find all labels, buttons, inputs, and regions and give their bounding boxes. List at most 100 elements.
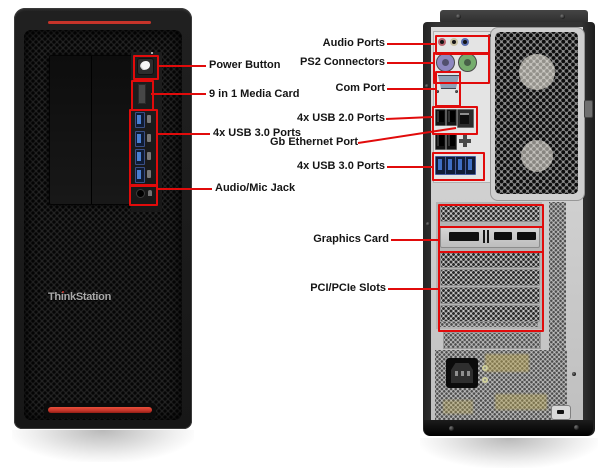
usb-icon [147,115,151,123]
fan-vent-frame [490,27,585,201]
clr-cmos-cross [459,135,471,147]
front-tower-reflection [12,430,194,462]
usb3-front-port-3[interactable] [135,149,145,165]
usb2-port-3[interactable] [435,133,446,150]
callout-box-media [131,80,154,111]
label-audio-back: Audio Ports [322,37,385,49]
usb2-port-4[interactable] [446,133,457,150]
pci-slot-cover-4 [440,287,540,304]
label-usb3-back: 4x USB 3.0 Ports [296,160,385,172]
dvi-port[interactable] [449,232,479,241]
label-usb3-front: 4x USB 3.0 Ports [213,127,302,139]
callout-box-audio-front [129,184,158,206]
base-screw [574,425,579,430]
label-power-button: Power Button [209,59,281,71]
com-screw [436,90,439,93]
label-usb2-back: 4x USB 2.0 Ports [296,112,385,124]
callout-box-ps2 [433,52,490,84]
psu-indicator [482,365,488,371]
pci-slot-cover-1 [440,205,540,222]
callout-box-pci [438,204,544,332]
label-com-port: Com Port [335,82,386,94]
media-card-slot[interactable] [138,84,146,104]
usb-tab [448,159,452,170]
usb2-port-2[interactable] [446,109,457,126]
frame-screw [572,372,576,376]
drive-bay-door [49,55,136,205]
psu-indicator [482,377,488,383]
headphone-icon [148,190,152,196]
usb-tab [438,159,442,170]
psu-gold-tint [495,394,547,410]
jack-hole [463,40,467,44]
ps2-pin-field [464,59,471,66]
front-handle-red[interactable] [48,407,152,413]
callout-box-power [133,55,159,80]
usb3-front-port-1[interactable] [135,112,145,128]
usb-tab [458,159,462,170]
psu-vent-strip [443,332,541,349]
com-screw [455,90,458,93]
back-tower [423,22,595,436]
pci-slot-cover-5 [440,305,540,322]
front-accent-stripe [48,21,151,24]
graphics-card-bracket [440,226,540,248]
psu-gold-tint [485,354,529,372]
usb-icon [147,170,151,178]
thinkstation-logo: ThinkStation [48,291,112,303]
pci-slot-cover-3 [440,269,540,286]
callout-box-com [435,71,461,107]
front-tower: ThinkStation [14,8,192,429]
usb-tab [137,134,141,143]
ethernet-port[interactable] [457,109,474,128]
label-graphics-card: Graphics Card [313,233,389,245]
usb-inner [448,135,455,146]
displayport-2[interactable] [517,232,536,240]
displayport-1[interactable] [494,232,512,240]
frame-screw [425,84,429,88]
usb-icon [147,152,151,160]
usb3-front-port-2[interactable] [135,131,145,147]
base-screw [449,426,454,431]
ps2-pin-field [442,59,449,66]
usb-inner [437,135,444,146]
ac-inlet-socket [451,363,473,383]
usb3-front-port-4[interactable] [135,167,145,183]
ac-power-inlet[interactable] [446,358,478,388]
fan-hub-top [519,54,555,90]
power-indicator-dot [151,52,153,54]
usb-inner [437,111,444,122]
power-button[interactable] [137,58,154,75]
bracket-vent-bar [483,230,485,243]
front-audio-jack[interactable] [136,189,145,198]
frame-screw [426,222,430,226]
usb-icon [147,134,151,142]
power-icon [140,61,150,70]
usb-tab [137,152,141,161]
audio-jack-mic[interactable] [438,38,446,46]
ethernet-socket [460,113,469,124]
audio-jack-linein[interactable] [461,38,469,46]
label-audio-front: Audio/Mic Jack [215,182,296,194]
pci-bottom-strip [440,322,538,327]
psu-gold-tint [443,400,473,414]
jack-hole [440,40,444,44]
usb-inner [448,111,455,122]
label-ps2: PS2 Connectors [300,56,385,68]
callout-box-usb3-front [129,109,158,187]
fan-hub-bottom [521,140,553,172]
usb-tab [137,170,141,179]
usb-tab [468,159,472,170]
kensington-lock-slot[interactable] [551,405,571,420]
audio-jack-lineout[interactable] [450,38,458,46]
usb-tab [137,115,141,124]
bracket-vent-bar [487,230,489,243]
handle-screw [560,14,565,19]
usb2-port-1[interactable] [435,109,446,126]
side-panel-latch[interactable] [584,100,593,118]
handle-screw [456,14,461,19]
back-tower-handle[interactable] [440,10,588,24]
usb3-back-port-4[interactable] [465,156,476,175]
callout-box-usb3-back [432,152,485,181]
